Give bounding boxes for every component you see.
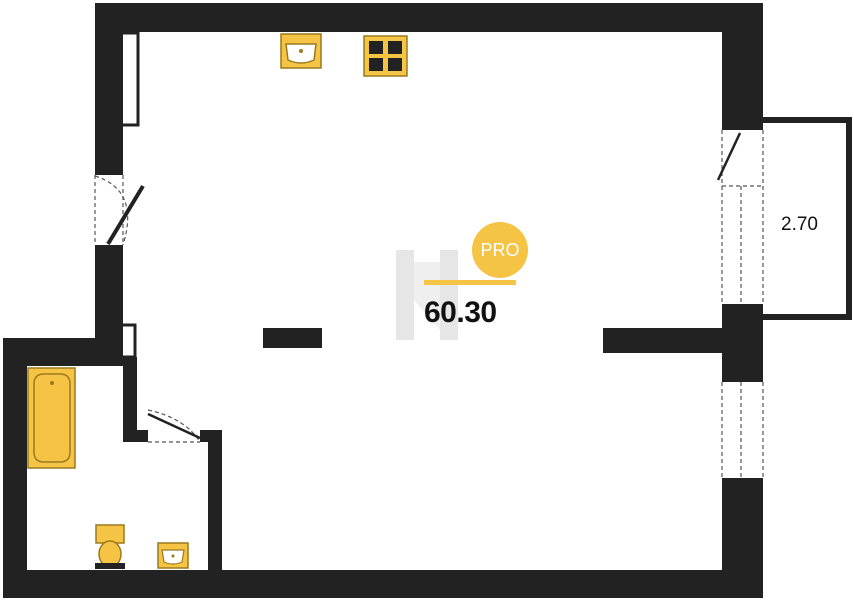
balcony — [763, 117, 852, 320]
toilet-icon — [95, 524, 125, 569]
balcony-area-label: 2.70 — [781, 214, 818, 235]
window-right-lower — [721, 382, 764, 478]
area-underline — [424, 280, 516, 285]
stove-icon — [363, 35, 408, 77]
bathtub-icon — [27, 367, 76, 469]
sink-icon — [280, 33, 322, 69]
main-area-label: 60.30 — [424, 296, 497, 329]
pro-badge-text: PRO — [480, 239, 520, 260]
door-balcony — [721, 130, 764, 304]
door-leaf-bathroom — [147, 412, 201, 440]
column-small — [118, 323, 137, 359]
door-leaf-entrance — [106, 184, 145, 246]
pro-badge: PRO — [472, 222, 528, 278]
window-upper-left — [118, 31, 140, 127]
door-entrance — [94, 175, 129, 246]
bathroom-sink-icon — [157, 542, 189, 569]
door-leaf-balcony — [716, 132, 742, 181]
walls — [3, 3, 763, 598]
watermark-logo — [396, 250, 458, 340]
